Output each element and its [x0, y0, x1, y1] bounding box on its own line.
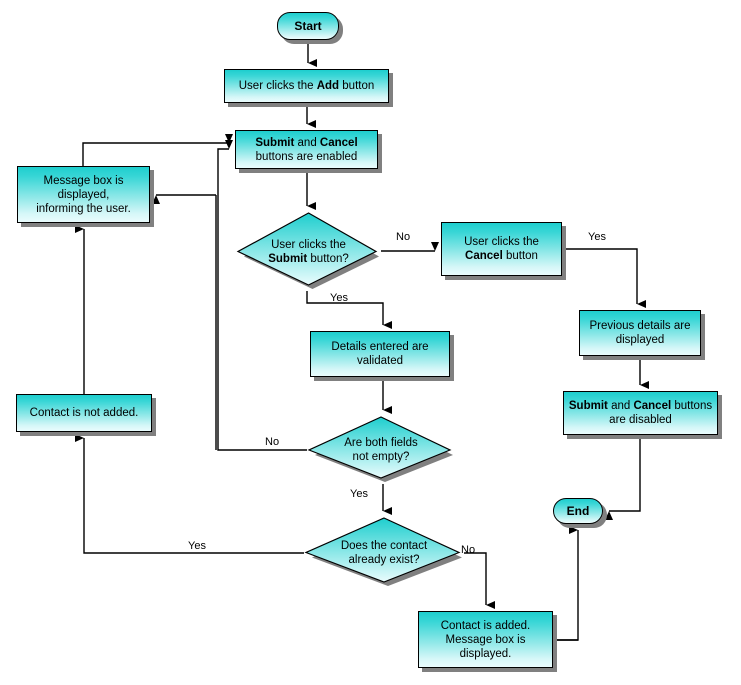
edge-label-submit-yes: Yes: [330, 292, 348, 304]
node-label-not_added: Contact is not added.: [29, 407, 139, 419]
edge-label-fields-yes: Yes: [350, 488, 368, 500]
node-not_added: Contact is not added.: [16, 394, 152, 432]
edge-disabled-to-end: [605, 435, 641, 520]
edge-submitq-yes-to-validated: [306, 291, 392, 329]
edge-label-fields-no: No: [265, 436, 280, 448]
node-start: Start: [277, 12, 339, 40]
node-end: End: [553, 498, 603, 524]
edge-label-exists-no: No: [461, 544, 476, 556]
edge-fieldsq-no-to-enabled: [217, 140, 307, 451]
edge-existsq-no-to-added: [464, 552, 495, 609]
diamond-shape: [307, 416, 453, 482]
node-label-start: Start: [294, 19, 322, 33]
edge-label-submit-no: No: [396, 231, 411, 243]
edge-msgbox-to-enabled: [82, 134, 233, 166]
diamond-shape: [236, 212, 379, 289]
node-add: User clicks the Add button: [224, 69, 389, 103]
node-label-add: User clicks the Add button: [238, 80, 375, 92]
edge-existsq-yes-to-notadded: [75, 434, 304, 554]
node-label-end: End: [566, 504, 590, 518]
edge-cancel-yes-to-prev: [562, 248, 646, 308]
edge-label-exists-yes: Yes: [188, 540, 206, 552]
diamond-shape: [304, 517, 462, 586]
edge-label-cancel-yes: Yes: [588, 231, 606, 243]
edge-added-to-end: [553, 526, 579, 641]
